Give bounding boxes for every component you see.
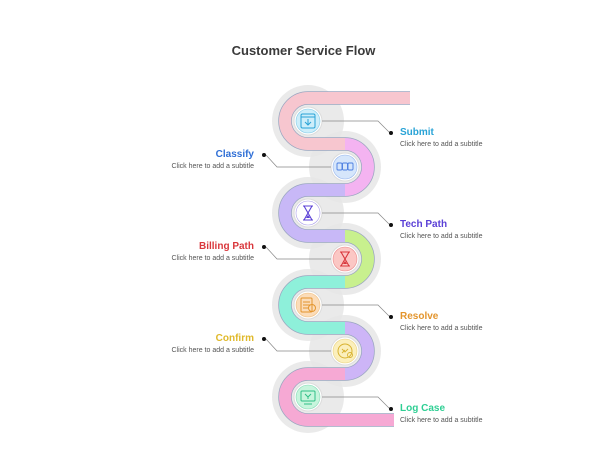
hourglass-icon: [340, 251, 350, 267]
step-title[interactable]: Log Case: [400, 403, 446, 414]
connector-dot: [389, 131, 393, 135]
step-title[interactable]: Billing Path: [199, 241, 254, 252]
connector-line: [322, 120, 391, 134]
download-window-icon: [300, 113, 316, 129]
step-subtitle[interactable]: Click here to add a subtitle: [400, 417, 483, 424]
hourglass-icon: [303, 205, 313, 221]
document-edit-icon: [300, 297, 316, 313]
step-title[interactable]: Tech Path: [400, 219, 448, 230]
connector-dot: [389, 223, 393, 227]
flow-band-segment: [279, 368, 394, 426]
connector-line: [322, 304, 391, 318]
step-subtitle[interactable]: Click here to add a subtitle: [171, 163, 255, 170]
flow-band-segment: [344, 138, 374, 196]
confirm-badge-icon: [337, 343, 353, 359]
step-subtitle[interactable]: Click here to add a subtitle: [400, 233, 483, 240]
connector-dot: [262, 153, 266, 157]
connector-line: [265, 246, 331, 260]
step-subtitle[interactable]: Click here to add a subtitle: [171, 255, 255, 262]
step-title[interactable]: Confirm: [215, 333, 254, 344]
connector-line: [265, 338, 331, 352]
step-title[interactable]: Submit: [400, 127, 434, 138]
monitor-icon: [300, 390, 316, 405]
connector-dot: [262, 337, 266, 341]
connector-dot: [262, 245, 266, 249]
connector-line: [322, 396, 391, 410]
step-title[interactable]: Resolve: [400, 311, 439, 322]
flow-band-segment: [344, 230, 374, 288]
step-subtitle[interactable]: Click here to add a subtitle: [400, 141, 483, 148]
step-subtitle[interactable]: Click here to add a subtitle: [171, 347, 255, 354]
flow-band-segment: [279, 184, 345, 242]
step-subtitle[interactable]: Click here to add a subtitle: [400, 325, 483, 332]
connector-dot: [389, 407, 393, 411]
connector-line: [265, 154, 331, 168]
classify-icon: [336, 162, 354, 171]
icon-circle: [332, 154, 358, 180]
connector-line: [322, 212, 391, 226]
step-title[interactable]: Classify: [215, 149, 254, 160]
flow-band-segment: [279, 92, 410, 150]
flow-band-segment: [344, 322, 374, 380]
icon-circle: [332, 338, 358, 364]
diagram-title: Customer Service Flow: [231, 43, 376, 58]
flow-band-segment: [279, 276, 345, 334]
connector-dot: [389, 315, 393, 319]
